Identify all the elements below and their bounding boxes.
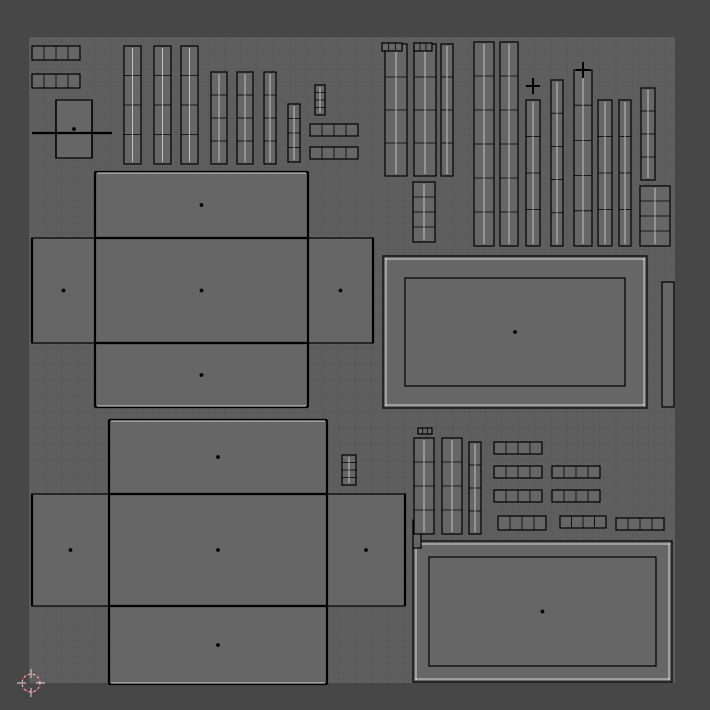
piece-island[interactable] xyxy=(381,42,403,52)
uv-face-dot[interactable] xyxy=(61,288,66,293)
uv-face-dot[interactable] xyxy=(338,288,343,293)
side-rail[interactable] xyxy=(661,281,675,408)
uv-face-dot[interactable] xyxy=(364,548,368,552)
uv-face-dot[interactable] xyxy=(513,330,517,334)
uv-face-dot[interactable] xyxy=(199,288,204,293)
uv-face-dot[interactable] xyxy=(216,643,220,647)
uv-face-dot[interactable] xyxy=(199,373,204,377)
2d-cursor-icon[interactable] xyxy=(17,669,45,697)
piece-island[interactable] xyxy=(413,42,433,52)
uv-face-dot[interactable] xyxy=(540,609,545,614)
uv-face-dot[interactable] xyxy=(72,127,76,131)
uv-face-dot[interactable] xyxy=(216,548,220,552)
uv-face-dot[interactable] xyxy=(68,548,73,552)
piece-island[interactable] xyxy=(417,427,433,435)
uv-face-dot[interactable] xyxy=(199,203,204,207)
uv-face-dot[interactable] xyxy=(216,455,220,459)
